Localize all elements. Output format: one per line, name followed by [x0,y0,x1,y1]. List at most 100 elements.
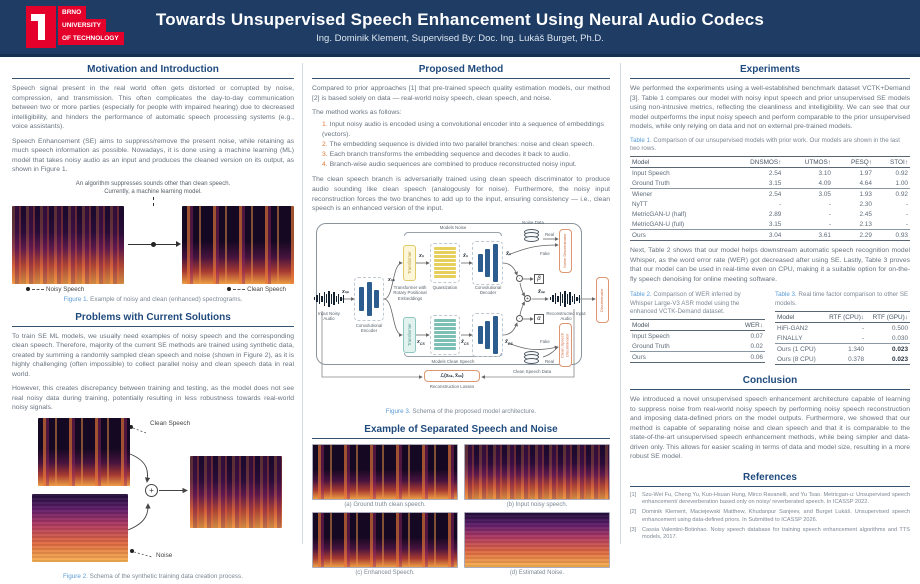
paragraph: Speech signal present in the real world … [12,85,294,131]
table-header: PESQ↑ [832,156,874,169]
table1: Model DNSMOS↑ UTMOS↑ PESQ↑ STOI↑ Input S… [630,156,910,242]
figure3-caption: Figure 3. Schema of the proposed model a… [385,407,537,415]
paragraph: Compared to prior approaches [1] that pr… [312,85,610,102]
section-title-conclusion: Conclusion [742,375,798,387]
label-clean-speech-data: Clean Speech Data [512,368,552,374]
label-clean-speech: Clean Speech [150,419,191,427]
section-title-problems: Problems with Current Solutions [75,311,231,323]
table-header: Model [630,156,726,169]
spectrogram-noise [32,493,128,562]
example-panel: (c) Enhanced Speech. [312,511,459,580]
column-divider [620,63,621,544]
paragraph: We performed the experiments using a wel… [630,85,910,131]
noise-discriminator: Noise Discriminator [559,228,572,273]
section-rule [12,325,294,327]
table-cell: MetricGAN-U (half) [632,210,687,218]
table-cell: 2.29 [832,229,874,242]
spectrogram-mixed-result [190,455,282,528]
table-cell: 3.15 [768,179,782,187]
table-cell: 3.61 [783,229,833,242]
examples-grid: (a) Ground truth clean speech. (b) Input… [312,443,610,580]
example-panel: (b) Input noisy speech. [463,443,610,512]
table-cell: HiFi-GAN2 [777,324,808,332]
label-convolutional-encoder: Convolutional Encoder [355,322,383,334]
table-row: MetricGAN-U (half)2.89-2.45- [630,209,910,219]
sum-icon: + [524,295,531,303]
table-header: WER↓ [718,319,765,332]
paragraph: To train SE ML models, we usually need e… [12,332,294,378]
table-row: MetricGAN-U (full)3.15-2.13- [630,219,910,230]
reference-item: [3]Cassia Valentini-Botinhao. Noisy spee… [630,526,910,541]
figure2-caption: Figure 2. Schema of the synthetic traini… [63,572,243,580]
example-panel: (a) Ground truth clean speech. [312,443,459,512]
figure1-annotation: An algorithm suppresses sounds other tha… [75,180,231,195]
column-left: Motivation and Introduction Speech signa… [12,59,294,584]
column-divider [302,63,303,544]
input-waveform-icon [314,290,345,307]
table2-block: Table 2. Comparison of WER inferred by W… [630,289,765,370]
spectrogram-noisy-speech [12,205,124,284]
references-list: [1]Szu-Wei Fu, Cheng Yu, Kuo-Hsuan Hung,… [630,492,910,542]
table-cell: 4.09 [818,179,831,187]
figure2: Clean Speech Noise + [12,417,294,570]
table-cell: 2.54 [725,188,784,200]
convolutional-decoder-clean [472,312,503,357]
table-cell: - [861,324,865,332]
label-fake: Fake [540,250,550,256]
table-row: FINALLY-0.030 [775,333,910,344]
symbol-xbar-cs: x̄CS [461,338,469,346]
table-cell: Ours (8 CPU) [775,354,823,366]
label-input-noisy-audio: Input Noisy Audio [318,310,340,322]
example-panel: (d) Estimated Noise. [463,511,610,580]
table-cell: Wiener [630,188,726,200]
table-row: HiFi-GAN2-0.500 [775,323,910,334]
label-convolutional-decoder: Convolutional Decoder [474,284,502,296]
table-cell: - [861,334,865,342]
table-header: RTF (CPU)↓ [822,311,867,324]
list-item: 4. Branch-wise audio sequences are combi… [322,161,577,169]
table-header-row: Model DNSMOS↑ UTMOS↑ PESQ↑ STOI↑ [630,156,910,169]
section-title-experiments: Experiments [739,64,801,75]
table-cell: 0.023 [866,354,910,366]
label-transformer-note: Transformer with Rotary Positional Embed… [393,284,427,301]
table-cell: 1.00 [895,179,908,187]
table3-block: Table 3. Real time factor comparison to … [775,289,910,370]
paragraph: The clean speech branch is adversarially… [312,176,610,213]
table-cell: 0.06 [718,351,765,364]
table-cell: 2.30 [859,200,872,208]
table-header: Model [775,311,823,324]
list-item: 3. Each branch transforms the embedding … [322,151,571,159]
table-cell: 0.92 [873,188,910,200]
header-titles: Towards Unsupervised Speech Enhancement … [0,10,920,44]
label-noise-data: Noise Data [522,219,544,225]
symbol-x-ns: xₙₛ [342,288,349,295]
table-cell: 2.89 [768,210,782,218]
convolutional-decoder-noise [472,240,503,285]
figure1-caption: Figure 1. Example of noisy and clean (en… [63,295,243,303]
label-noise: Noise [156,551,173,559]
table2-caption: Table 2. Comparison of WER inferred by W… [630,291,741,316]
table3-caption: Table 3. Real time factor comparison to … [775,291,909,307]
sum-icon: + [145,483,158,497]
spectrogram-clean-speech [182,205,294,284]
table-header: STOI↑ [873,156,910,169]
but-logo-mark-icon [26,6,56,48]
table3: Model RTF (CPU)↓ RTF (GPU)↓ HiFi-GAN2-0.… [775,311,910,366]
table-cell: 0.030 [892,334,908,342]
paragraph: We introduced a novel unsupervised speec… [630,396,910,461]
table-cell: 0.02 [750,342,763,350]
reconstruction-loss-box: ℒ(xₙₛ, x̃ₙₛ) [424,369,480,382]
clean-speech-database-icon [524,350,539,364]
table-cell: 0.92 [895,169,908,177]
table-cell: 4.64 [859,179,872,187]
label-models-noise: Models Noise [439,224,467,230]
table-cell: Ground Truth [632,179,670,187]
label-real: Real [545,358,555,364]
